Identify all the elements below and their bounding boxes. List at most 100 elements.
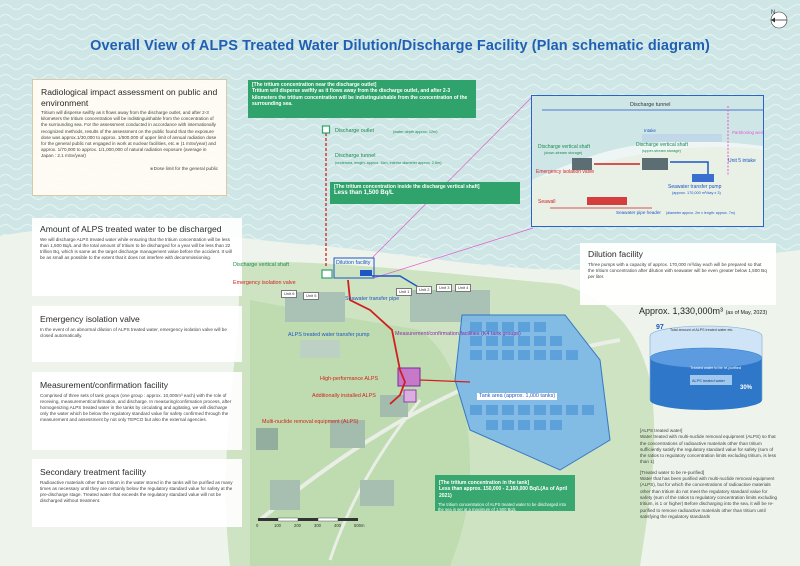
- secondary-body: Radioactive materials other than tritium…: [40, 479, 233, 504]
- repurified-def-heading: [Treated water to be re-purified]: [640, 469, 705, 475]
- seawater-pipe-label: Seawater transfer pipe: [345, 296, 400, 302]
- discharge-outlet-marker: [321, 125, 331, 134]
- building: [380, 395, 408, 417]
- inset-shaft-up: [642, 158, 668, 170]
- inset-tunnel-label: Discharge tunnel: [630, 102, 671, 108]
- inset-pump-label: Seawater transfer pump: [668, 184, 722, 190]
- tank-callout-body: Less than approx. 150,000 - 2,160,000 Bq…: [439, 486, 568, 499]
- dilution-body: Three pumps with a capacity of approx. 1…: [588, 261, 767, 279]
- dilution-facility-label: Dilution facility: [336, 260, 371, 266]
- tank-callout-heading: [The tritium concentration in the tank]: [439, 480, 530, 486]
- outlet-concentration-callout: [The tritium concentration near the disc…: [248, 80, 476, 118]
- building: [300, 340, 340, 358]
- scale-label: 200: [294, 523, 301, 528]
- tank-concentration-callout: [The tritium concentration in the tank] …: [435, 480, 575, 500]
- additionally-installed-alps-label: Additionally installed ALPS: [312, 393, 376, 399]
- amount-heading: Amount of ALPS treated water to be disch…: [40, 224, 222, 234]
- isolation-heading: Emergency isolation valve: [40, 314, 140, 324]
- stored-volume-note: (as of May, 2023): [725, 310, 768, 316]
- radiological-heading: Radiological impact assessment on public…: [41, 87, 218, 108]
- discharge-tunnel-note: (undersea, length: approx. 1km, interior…: [335, 161, 442, 165]
- vertical-shaft-label: Discharge vertical shaft: [233, 262, 290, 268]
- inset-shaft-down: [572, 158, 592, 170]
- compass-label: N: [771, 10, 776, 16]
- scale-label: 100: [274, 523, 281, 528]
- discharge-tunnel-label: Discharge tunnel: [335, 153, 376, 159]
- inset-seawall-label: Seawall: [538, 199, 556, 205]
- inset-intake-label: Intake: [644, 128, 656, 133]
- compass-arrowhead: [771, 17, 775, 23]
- outlet-callout-body: Tritium will disperse swiftly as it flow…: [252, 88, 468, 108]
- building: [256, 428, 278, 450]
- discharge-outlet-note: (water depth approx. 12m): [393, 130, 438, 134]
- alps-building: [403, 389, 417, 403]
- alps-pump-label: ALPS treated water transfer pump: [288, 332, 370, 338]
- secondary-heading: Secondary treatment facility: [40, 467, 147, 477]
- tank-concentration-region: [435, 475, 575, 511]
- measurement-heading: Measurement/confirmation facility: [40, 380, 168, 390]
- stored-volume-value: Approx. 1,330,000m³: [639, 306, 724, 316]
- cylinder-top-value: 97: [656, 324, 664, 331]
- inset-shaft-down-label: Discharge vertical shaft: [538, 144, 590, 150]
- inset-blue-pipe: [670, 161, 709, 176]
- inset-unit5-label: Unit 5 intake: [728, 158, 756, 164]
- multi-nuclide-label: Multi-nuclide removal equipment (ALPS): [262, 419, 359, 425]
- vertical-shaft-marker: [321, 269, 333, 279]
- unit5-tag: Unit 5: [303, 292, 320, 300]
- k4-tank-group: [397, 367, 421, 387]
- inset-header: [587, 197, 627, 205]
- tank-area-label: Tank area (approx. 1,000 tanks): [477, 393, 558, 400]
- inset-shaft-down-note: (down-stream storage): [544, 151, 583, 155]
- unit4-tag: Unit 4: [455, 284, 472, 292]
- building: [270, 480, 300, 510]
- shaft-callout-heading: [The tritium concentration inside the di…: [334, 184, 480, 190]
- tank-grid: [470, 322, 594, 430]
- dilution-panel: Dilution facility Three pumps with a cap…: [580, 243, 776, 305]
- dilution-heading: Dilution facility: [588, 249, 643, 259]
- unit6-tag: Unit 6: [281, 290, 298, 298]
- inset-valve-label: Emergency isolation valve: [536, 169, 595, 175]
- zoom-line: [373, 227, 534, 279]
- secondary-panel: Secondary treatment facility Radioactive…: [32, 459, 242, 527]
- dilution-pump: [360, 270, 372, 276]
- inset-header-label: Seawater pipe header: [616, 210, 661, 215]
- seawater-pipe: [372, 275, 421, 289]
- unit2-tag: Unit 2: [416, 286, 433, 294]
- shaft-concentration-callout: [The tritium concentration inside the di…: [330, 182, 520, 204]
- zoom-line: [371, 95, 534, 259]
- alps-def-heading: [ALPS treated water]: [640, 428, 683, 433]
- cylinder-repurify-label: Treated water to be re-purified: [690, 366, 741, 370]
- scale-label: 500m: [354, 523, 365, 528]
- scale-label: 400: [334, 523, 341, 528]
- inset-pump: [692, 174, 714, 182]
- inset-shaft-up-note: (upper-stream storage): [642, 149, 681, 153]
- tank-note: The tritium concentration of ALPS treate…: [438, 502, 567, 513]
- cylinder-top-note: Total amount of ALPS treated water etc.: [670, 328, 734, 332]
- amount-body: We will discharge ALPS treated water whi…: [40, 236, 232, 261]
- transfer-pipe-branch: [419, 379, 471, 383]
- inset-pump-note: (approx. 170,000 m³/day x 3): [672, 191, 721, 195]
- unit1-tag: Unit 1: [396, 288, 413, 296]
- cylinder-alps-label: ALPS treated water: [692, 379, 725, 383]
- inset-map: [532, 96, 763, 226]
- scale-bar: [258, 517, 358, 522]
- building: [330, 420, 365, 448]
- radiological-footnote: ※Dose limit for the general public: [149, 165, 218, 171]
- building: [360, 480, 394, 506]
- measurement-body: Comprised of three sets of tank groups (…: [40, 392, 232, 423]
- shaft-callout-body: Less than 1,500 Bq/L: [334, 190, 394, 197]
- alps-transfer-pipe: [347, 279, 406, 405]
- isolation-panel: Emergency isolation valve In the event o…: [32, 306, 242, 362]
- isolation-valve-label: Emergency isolation valve: [233, 280, 296, 286]
- inset-shaft-up-label: Discharge vertical shaft: [636, 142, 688, 148]
- inset-header-note: (diameter approx. 2m x length: approx. 7…: [666, 211, 735, 215]
- discharge-outlet-label: Discharge outlet: [335, 128, 374, 134]
- scale-label: 0: [256, 523, 259, 528]
- outlet-callout-heading: [The tritium concentration near the disc…: [252, 82, 377, 88]
- inset-intake: [642, 134, 722, 142]
- inset-weir-label: Partitioning weir: [732, 130, 764, 135]
- alps-def-body: Water treated with multi-nuclide removal…: [640, 434, 777, 465]
- dilution-facility-box: [333, 257, 375, 279]
- road: [328, 399, 422, 561]
